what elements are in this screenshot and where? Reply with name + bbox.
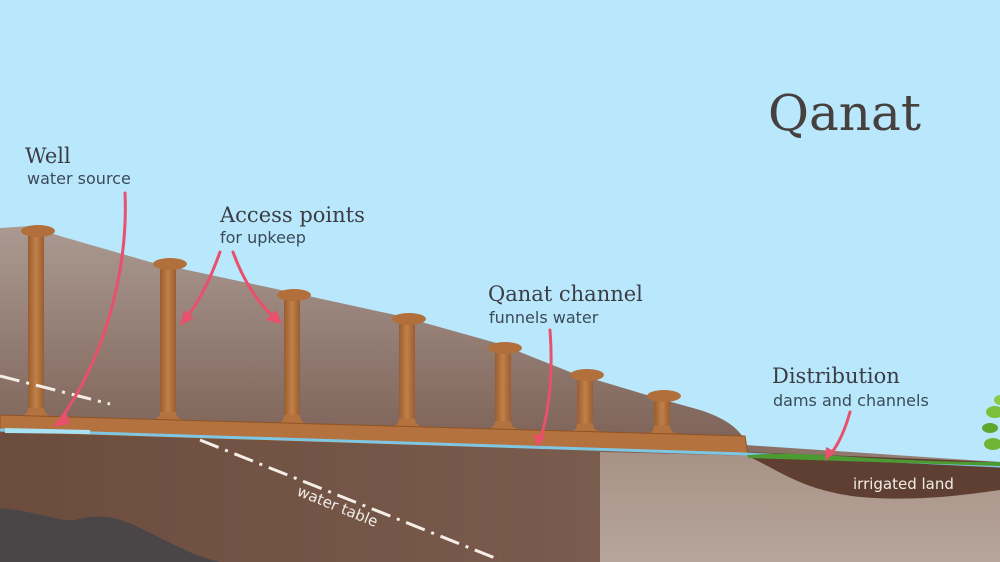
pointer-arrow-icon <box>534 328 553 447</box>
access-shaft <box>399 317 415 431</box>
channel-arrow-head <box>534 434 546 447</box>
distribution-heading: Distribution <box>772 364 900 388</box>
access-points-heading: Access points <box>219 203 365 227</box>
access-shaft-cap <box>488 342 522 354</box>
access-shaft-base <box>485 421 521 430</box>
bedrock <box>0 508 220 562</box>
access-arrow-right-head <box>266 310 282 324</box>
well-water <box>5 428 90 434</box>
channel-sub: funnels water <box>489 308 599 327</box>
well-arrow-head <box>52 412 70 427</box>
access-shaft-cap <box>570 369 604 381</box>
access-shaft-base <box>567 423 603 432</box>
title: Qanat <box>768 84 921 142</box>
access-shaft-base <box>18 408 54 417</box>
access-shaft-cap <box>277 289 311 301</box>
access-shaft-cap <box>153 258 187 270</box>
pointer-arrow-icon <box>52 191 127 427</box>
access-shaft-base <box>644 425 680 434</box>
access-shafts <box>18 225 681 438</box>
tree-foliage-icon <box>982 395 1000 450</box>
access-shaft <box>160 262 176 424</box>
access-shaft-base <box>389 418 425 427</box>
access-shaft <box>28 229 44 421</box>
access-arrow-right <box>231 250 277 320</box>
access-shaft-cap <box>392 313 426 325</box>
well-sub: water source <box>27 169 131 188</box>
distribution-arrow-head <box>825 447 836 461</box>
access-shaft <box>284 293 300 428</box>
well-arrow <box>58 191 127 422</box>
access-shaft-base <box>274 415 310 424</box>
channel-heading: Qanat channel <box>488 282 643 306</box>
access-shaft <box>495 346 511 434</box>
water-table-line <box>0 374 501 562</box>
access-arrow-left-head <box>180 310 194 326</box>
pointer-arrow-icon <box>825 410 852 461</box>
channel-arrow <box>538 328 553 442</box>
distribution-sub: dams and channels <box>773 391 929 410</box>
access-shaft <box>577 373 593 436</box>
irrigated-land-label: irrigated land <box>853 475 954 493</box>
access-points-sub: for upkeep <box>220 228 306 247</box>
access-shaft-cap <box>647 390 681 402</box>
pointer-arrow-icon <box>180 250 282 326</box>
access-shaft-cap <box>21 225 55 237</box>
hill <box>0 226 745 445</box>
grass <box>748 453 1000 466</box>
access-shaft-base <box>150 411 186 420</box>
well-heading: Well <box>25 144 71 168</box>
